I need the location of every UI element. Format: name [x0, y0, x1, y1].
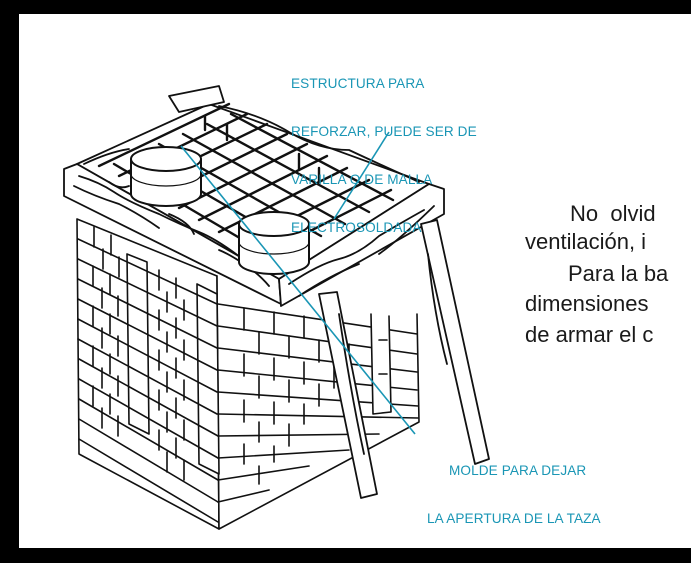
brick-walls	[76, 218, 420, 530]
leader-line-mold	[180, 145, 416, 435]
body-text-line: dimensiones	[525, 291, 649, 316]
body-text-line: de armar el c	[525, 322, 654, 347]
callout-reinforcement-line: ESTRUCTURA PARA	[291, 76, 425, 91]
body-text-line: Para la ba	[568, 261, 669, 286]
callout-mold-line: LA APERTURA DE LA TAZA	[427, 511, 601, 526]
latrine-construction-illustration	[63, 85, 490, 530]
leader-line-reinforcement	[333, 131, 390, 220]
callout-reinforcement-line: VARILLA O DE MALLA	[291, 172, 433, 187]
cylindrical-molds	[130, 146, 310, 275]
callout-mold-line: MOLDE PARA DEJAR	[449, 463, 587, 478]
callout-reinforcement-line: ELECTROSOLDADA	[291, 220, 422, 235]
reinforcement-grid	[97, 102, 395, 262]
callout-reinforcement-line: REFORZAR, PUEDE SER DE	[291, 124, 477, 139]
callout-leader-lines	[180, 131, 416, 435]
document-page: ESTRUCTURA PARA REFORZAR, PUEDE SER DE V…	[19, 14, 691, 548]
body-text-line: No olvid	[570, 201, 656, 226]
callout-mold: MOLDE PARA DEJAR LA APERTURA DE LA TAZA	[427, 431, 601, 548]
callout-reinforcement: ESTRUCTURA PARA REFORZAR, PUEDE SER DE V…	[291, 44, 477, 268]
body-text-line: ventilación, i	[525, 229, 647, 254]
